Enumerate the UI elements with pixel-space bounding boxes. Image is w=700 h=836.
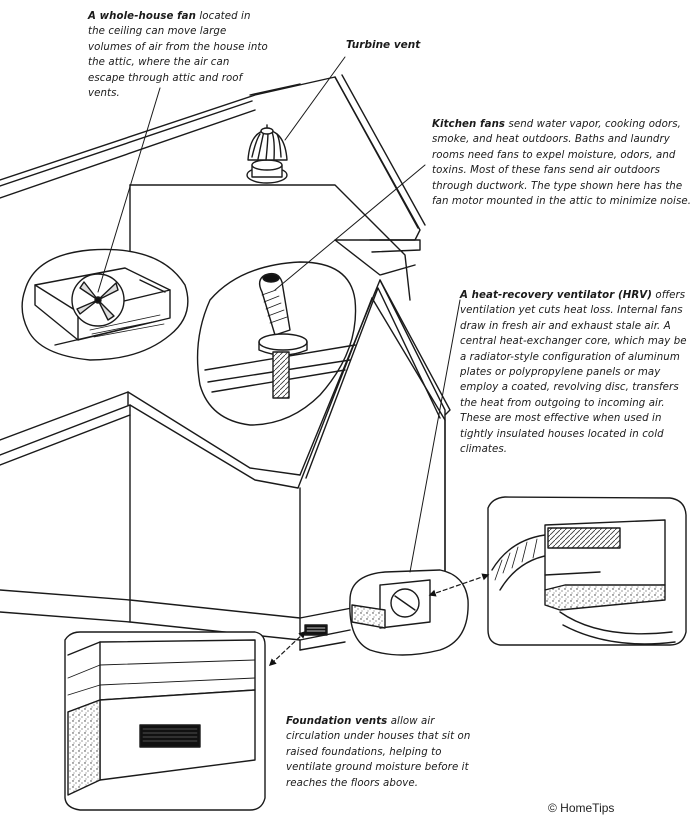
- kitchen-fans-callout: Kitchen fans send water vapor, cooking o…: [432, 117, 694, 209]
- whole-house-fan-callout: A whole-house fan located in the ceiling…: [88, 9, 268, 101]
- leader-lines: [97, 56, 461, 573]
- hrv-callout: A heat-recovery ventilator (HRV) offers …: [460, 288, 696, 457]
- turbine-vent: [246, 124, 288, 184]
- hrv-title: A heat-recovery ventilator (HRV): [460, 290, 653, 301]
- foundation-vent-small: [304, 624, 328, 636]
- copyright-credit: © HomeTips: [548, 801, 615, 815]
- front-gable: [297, 279, 451, 636]
- dashed-connectors: [268, 573, 490, 666]
- turbine-vent-label: Turbine vent: [346, 39, 421, 51]
- kitchen-fans-title: Kitchen fans: [432, 119, 506, 130]
- hrv-detail-inset: [487, 496, 687, 646]
- foundation-vents-title: Foundation vents: [286, 716, 388, 727]
- whole-house-fan-cutaway: [21, 248, 189, 361]
- kitchen-fans-body: send water vapor, cooking odors, smoke, …: [432, 119, 692, 208]
- foundation-vents-body: allow air circulation under houses that …: [286, 716, 471, 789]
- main-roof: [0, 74, 426, 276]
- foundation-vents-callout: Foundation vents allow air circulation u…: [286, 714, 482, 791]
- foundation-vent-inset: [64, 631, 266, 811]
- hrv-body: offers ventilation yet cuts heat loss. I…: [460, 290, 687, 456]
- whole-house-fan-title: A whole-house fan: [88, 11, 197, 22]
- hrv-unit-small: [349, 569, 469, 656]
- lower-roof: [0, 391, 301, 489]
- whole-house-fan-body: located in the ceiling can move large vo…: [88, 11, 268, 100]
- kitchen-fan-cutaway: [196, 261, 357, 426]
